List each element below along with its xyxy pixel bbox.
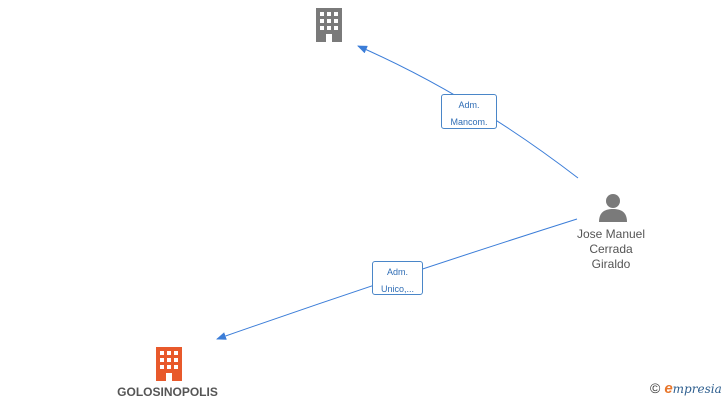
edge-label-adm-mancom[interactable]: Adm. Mancom. — [441, 94, 497, 129]
person-name[interactable]: Jose Manuel Cerrada Giraldo — [560, 227, 662, 272]
building-icon[interactable] — [154, 347, 184, 381]
edge-label-line: Adm. — [386, 267, 408, 277]
person-name-line: Giraldo — [591, 257, 631, 271]
brand-name: mpresia — [672, 382, 722, 396]
brand-initial: e — [664, 380, 673, 397]
person-icon[interactable] — [598, 192, 628, 222]
edge-label-line: Unico,... — [380, 284, 414, 294]
person-name-line: Jose Manuel — [576, 227, 646, 241]
company-name-golosinopolis[interactable]: GOLOSINOPOLIS — [117, 385, 218, 399]
building-icon[interactable] — [314, 8, 344, 42]
edge-label-line: Mancom. — [450, 117, 488, 127]
edge-label-adm-unico[interactable]: Adm. Unico,... — [372, 261, 423, 295]
copyright-symbol: © — [650, 380, 661, 396]
empresia-logo[interactable]: ©empresia — [650, 380, 722, 397]
person-name-line: Cerrada — [589, 242, 633, 256]
edge-label-line: Adm. — [458, 100, 480, 110]
